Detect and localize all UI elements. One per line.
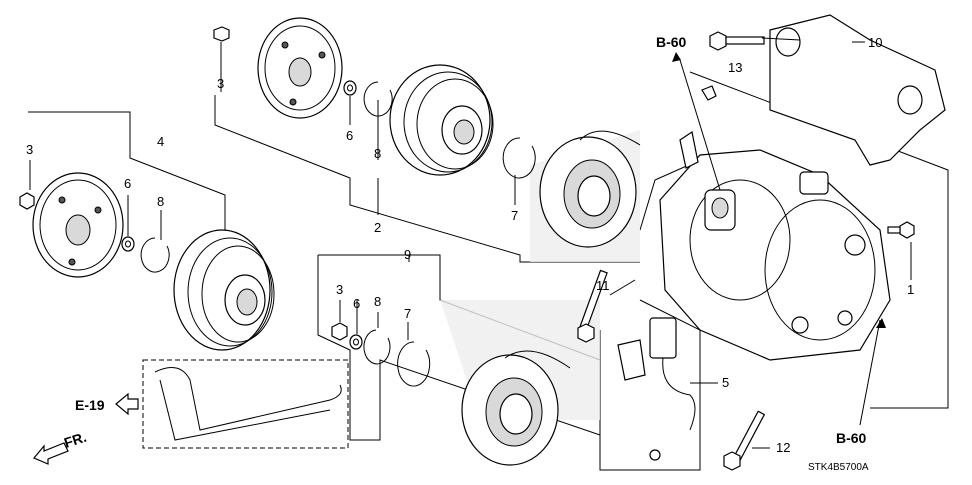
callout-7-mid: 7 [404, 306, 411, 321]
ref-e19: E-19 [75, 397, 105, 413]
washer-6-mid [349, 334, 363, 350]
nut-3-mid [331, 322, 348, 341]
callout-1: 1 [907, 282, 914, 297]
callout-13: 13 [728, 60, 742, 75]
callout-3-left: 3 [26, 142, 33, 157]
clip-top [679, 85, 717, 169]
nut-3-top [213, 26, 230, 42]
b60-top-arrow-icon [672, 52, 681, 62]
ref-b60-top: B-60 [656, 34, 687, 50]
ref-fr: FR. [62, 429, 88, 451]
snap-ring-8-mid [363, 329, 391, 365]
clutch-plate-left [32, 172, 124, 278]
bolt-1 [887, 221, 915, 239]
callout-4: 4 [157, 134, 164, 149]
bolt-13 [709, 31, 765, 51]
belt [142, 359, 349, 449]
callout-8-top: 8 [374, 146, 381, 161]
clutch-plate-top [257, 17, 343, 119]
callout-10: 10 [868, 35, 882, 50]
snap-ring-8-top [363, 81, 393, 117]
bracket-10 [769, 14, 946, 166]
b60-bottom-arrow-icon [876, 318, 886, 328]
callout-11: 11 [596, 278, 610, 293]
callout-6-mid: 6 [353, 296, 360, 311]
fr-arrow-icon [33, 442, 69, 465]
leader-lines [29, 37, 912, 449]
callout-labels: 3 3 3 4 6 6 6 8 8 8 2 9 7 7 11 5 12 13 1… [26, 35, 914, 455]
snap-ring-8-left [140, 237, 170, 273]
callout-5: 5 [722, 375, 729, 390]
callout-6-top: 6 [346, 128, 353, 143]
snap-ring-7-top [502, 137, 536, 179]
callout-8-mid: 8 [374, 294, 381, 309]
callout-6-left: 6 [124, 176, 131, 191]
pulley-top [389, 64, 494, 176]
diagram-code: STK4B5700A [808, 462, 869, 473]
e19-arrow-icon [115, 392, 139, 416]
washer-6-top [343, 80, 357, 96]
reference-labels: B-60 B-60 E-19 FR. [62, 34, 867, 451]
callout-7-top: 7 [511, 208, 518, 223]
snap-ring-7-mid [397, 341, 431, 387]
harness-5 [617, 317, 696, 461]
callout-2: 2 [374, 220, 381, 235]
callout-3-top: 3 [217, 76, 224, 91]
compressor [659, 149, 891, 361]
callout-12: 12 [776, 440, 790, 455]
ref-b60-bottom: B-60 [836, 430, 867, 446]
washer-6-left [121, 236, 135, 252]
field-coil-mid [461, 350, 571, 466]
bolt-11 [577, 269, 608, 343]
bolt-12 [723, 410, 766, 471]
callout-8-left: 8 [157, 194, 164, 209]
field-coil-top [539, 130, 641, 248]
callout-3-mid: 3 [336, 282, 343, 297]
nut-3-left [19, 192, 35, 210]
callout-9: 9 [404, 247, 411, 262]
pulley-left [173, 229, 275, 351]
